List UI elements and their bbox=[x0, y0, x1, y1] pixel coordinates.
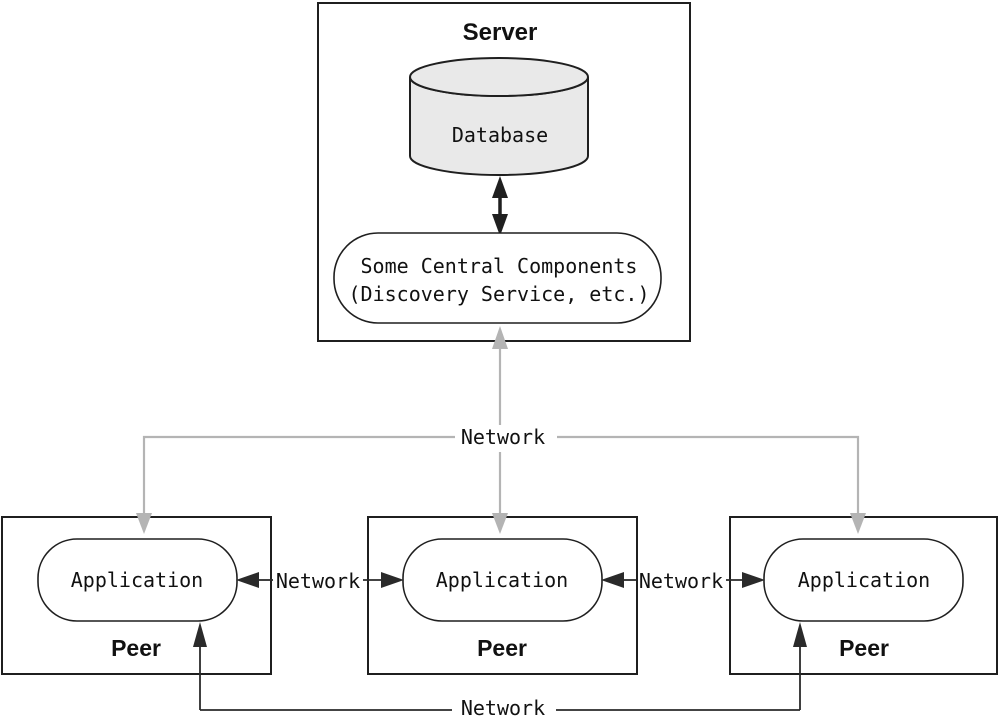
gray-arrow-up-icon bbox=[492, 326, 508, 349]
central-components-group: Some Central Components (Discovery Servi… bbox=[333, 232, 662, 324]
arrow-right-icon bbox=[742, 572, 765, 588]
peer-left-group: Application Peer bbox=[1, 516, 272, 675]
network-mid-right-label: Network bbox=[639, 569, 723, 593]
central-components-line1: Some Central Components bbox=[361, 254, 638, 278]
peer-right-group: Application Peer bbox=[729, 516, 998, 675]
peer-right-label: Peer bbox=[839, 635, 889, 661]
gray-arrow-down-middle-icon bbox=[492, 513, 508, 534]
arrow-up-left-icon bbox=[193, 622, 207, 647]
network-left-mid-connector: Network bbox=[236, 569, 404, 593]
network-mid-right-connector: Network bbox=[601, 569, 765, 593]
arrow-left-icon bbox=[601, 572, 624, 588]
gray-arrow-down-left-icon bbox=[136, 513, 152, 534]
server-label: Server bbox=[463, 19, 538, 46]
network-top-label: Network bbox=[461, 425, 545, 449]
network-bottom-label: Network bbox=[461, 696, 545, 720]
peer-left-label: Peer bbox=[111, 635, 161, 661]
database-cylinder: Database bbox=[409, 57, 589, 176]
arrow-down-icon bbox=[492, 214, 508, 236]
arrow-right-icon bbox=[381, 572, 404, 588]
central-components-line2: (Discovery Service, etc.) bbox=[348, 282, 649, 306]
network-left-mid-label: Network bbox=[276, 569, 360, 593]
central-components-box bbox=[333, 232, 662, 324]
peer-middle-group: Application Peer bbox=[367, 516, 638, 675]
application-left-label: Application bbox=[71, 568, 203, 592]
database-cylinder-top bbox=[409, 57, 589, 97]
application-middle-label: Application bbox=[436, 568, 568, 592]
application-right-label: Application bbox=[798, 568, 930, 592]
peer-middle-label: Peer bbox=[477, 635, 527, 661]
server-group: Server Database Some Central Components … bbox=[317, 2, 691, 342]
database-label: Database bbox=[452, 123, 548, 147]
gray-branch-right bbox=[557, 435, 860, 514]
arrow-left-icon bbox=[236, 572, 259, 588]
gray-arrow-down-right-icon bbox=[850, 513, 866, 534]
db-components-double-arrow bbox=[492, 176, 508, 236]
bottom-network-connector: Network bbox=[193, 622, 807, 720]
gray-branch-left bbox=[142, 435, 455, 514]
arrow-up-right-icon bbox=[793, 622, 807, 647]
arrow-up-icon bbox=[492, 176, 508, 198]
gray-network-connector: Network bbox=[136, 326, 866, 534]
